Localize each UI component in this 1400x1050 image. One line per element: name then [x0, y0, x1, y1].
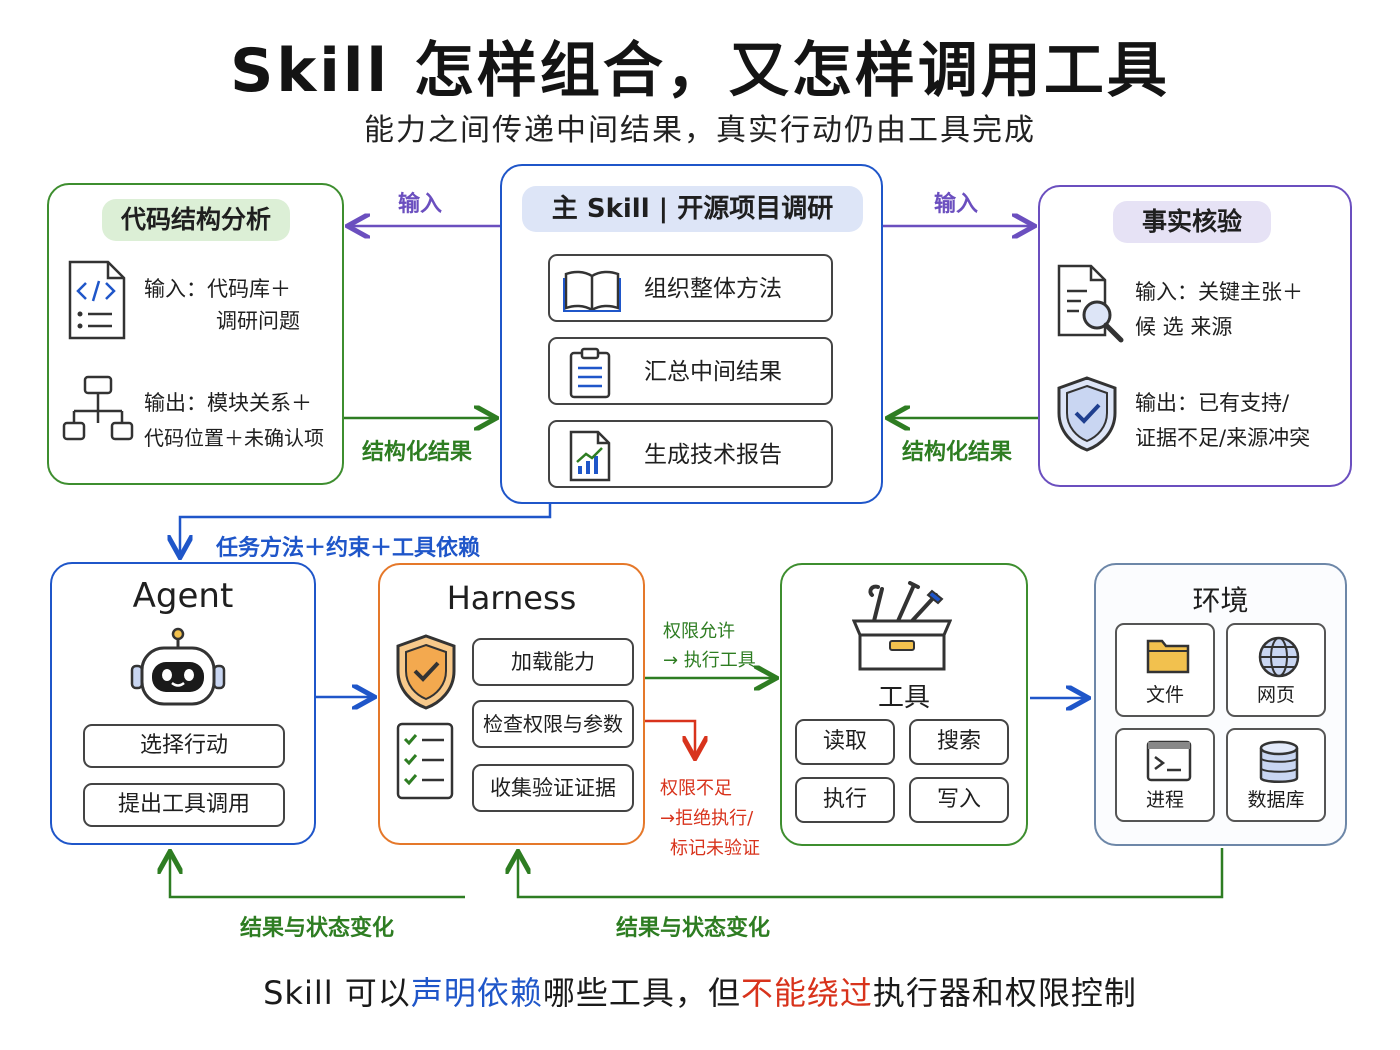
robot-icon [130, 627, 226, 706]
env-label: 文件 [1145, 684, 1184, 706]
fact-check-box: 事实核验 输入：关键主张＋ 候 选 来源 输出：已有支持/ 证据不足/来源冲突 [1038, 185, 1352, 487]
book-icon [563, 270, 621, 312]
arrow-feedback-harness [518, 848, 1224, 899]
tool-execute: 执行 [795, 777, 895, 823]
agent-propose-tool-call: 提出工具调用 [83, 783, 285, 827]
report-chart-icon [569, 430, 611, 482]
fact-check-input-1: 输入：关键主张＋ [1135, 280, 1303, 304]
step-summarize-results: 汇总中间结果 [548, 337, 833, 405]
label-task-methods: 任务方法＋约束＋工具依赖 [216, 536, 481, 561]
terminal-icon [1146, 740, 1192, 782]
environment-title: 环境 [1192, 584, 1249, 617]
label-feedback-left: 结果与状态变化 [240, 916, 395, 941]
label-input-left: 输入 [398, 192, 443, 217]
shield-check-icon [1057, 376, 1117, 452]
tools-box: 工具 读取 搜索 执行 写入 [780, 563, 1028, 846]
label-result-left: 结构化结果 [362, 440, 473, 465]
footer-note: Skill 可以声明依赖哪些工具，但不能绕过执行器和权限控制 [0, 968, 1400, 1014]
harness-box: Harness 加载能力 检查权限与参数 收集验证证据 [378, 563, 645, 845]
env-process: 进程 [1115, 728, 1215, 822]
code-analysis-input-2: 调研问题 [216, 309, 300, 333]
environment-box: 环境 文件 网页 进程 数据库 [1094, 563, 1347, 846]
step-label: 生成技术报告 [644, 442, 782, 468]
step-label: 汇总中间结果 [644, 359, 782, 385]
harness-collect-evidence: 收集验证证据 [472, 764, 634, 812]
step-organize-method: 组织整体方法 [548, 254, 833, 322]
footer-highlight-bypass: 不能绕过 [740, 974, 873, 1012]
step-generate-report: 生成技术报告 [548, 420, 833, 488]
code-analysis-output-1: 输出：模块关系＋ [144, 391, 312, 415]
database-icon [1259, 740, 1299, 783]
main-skill-title: 主 Skill | 开源项目调研 [522, 186, 863, 232]
shield-check-icon [396, 634, 456, 710]
code-analysis-title: 代码结构分析 [102, 199, 290, 241]
env-database: 数据库 [1226, 728, 1326, 822]
footer-highlight-declare: 声明依赖 [410, 974, 543, 1012]
env-label: 进程 [1145, 789, 1184, 811]
agent-title: Agent [132, 576, 234, 616]
label-permission-allow-1: 权限允许 [663, 621, 735, 642]
fact-check-title: 事实核验 [1113, 201, 1271, 243]
env-web: 网页 [1226, 623, 1326, 717]
clipboard-icon [569, 347, 611, 399]
label-permission-deny-3: 标记未验证 [670, 838, 760, 859]
arrow-permission-deny [645, 719, 695, 756]
env-files: 文件 [1115, 623, 1215, 717]
env-label: 数据库 [1247, 789, 1305, 811]
code-analysis-output-2: 代码位置＋未确认项 [144, 426, 324, 450]
document-search-icon [1057, 264, 1124, 343]
label-permission-deny-1: 权限不足 [660, 778, 732, 799]
folder-icon [1146, 639, 1190, 674]
code-analysis-box: 代码结构分析 输入：代码库＋ 调研问题 输出：模块关系＋ 代码位置＋未确认项 [47, 183, 344, 485]
agent-box: Agent 选择行动 提出工具调用 [50, 562, 316, 845]
label-result-right: 结构化结果 [902, 440, 1013, 465]
page-title: Skill 怎样组合，又怎样调用工具 [230, 36, 1170, 106]
footer-text-2: 哪些工具，但 [542, 974, 741, 1012]
arrow-feedback-agent [170, 854, 465, 899]
toolbox-icon [852, 581, 952, 671]
fact-check-output-2: 证据不足/来源冲突 [1135, 426, 1311, 450]
checklist-icon [396, 722, 454, 800]
code-file-icon [68, 260, 126, 340]
fact-check-input-2: 候 选 来源 [1135, 315, 1233, 339]
env-label: 网页 [1256, 684, 1295, 706]
harness-load-capability: 加载能力 [472, 638, 634, 686]
page-subtitle: 能力之间传递中间结果，真实行动仍由工具完成 [364, 113, 1036, 148]
harness-check-permissions: 检查权限与参数 [472, 700, 634, 748]
label-feedback-right: 结果与状态变化 [616, 916, 771, 941]
main-skill-box: 主 Skill | 开源项目调研 组织整体方法 汇总中间结果 生成技术报告 [500, 164, 883, 504]
tool-read: 读取 [795, 719, 895, 765]
module-tree-icon [62, 375, 134, 441]
globe-icon [1258, 636, 1300, 678]
tool-write: 写入 [909, 777, 1009, 823]
label-permission-deny-2: →拒绝执行/ [660, 808, 754, 829]
label-input-right: 输入 [934, 192, 979, 217]
step-label: 组织整体方法 [644, 276, 782, 302]
agent-choose-action: 选择行动 [83, 724, 285, 768]
arrow-task-methods [180, 504, 552, 555]
fact-check-output-1: 输出：已有支持/ [1135, 391, 1290, 415]
label-permission-allow-2: → 执行工具 [663, 650, 756, 671]
footer-text-3: 执行器和权限控制 [872, 974, 1137, 1012]
footer-text-1: Skill 可以 [263, 974, 411, 1012]
tools-title: 工具 [877, 683, 930, 713]
tool-search: 搜索 [909, 719, 1009, 765]
harness-title: Harness [446, 579, 577, 617]
code-analysis-input-1: 输入：代码库＋ [144, 277, 291, 301]
